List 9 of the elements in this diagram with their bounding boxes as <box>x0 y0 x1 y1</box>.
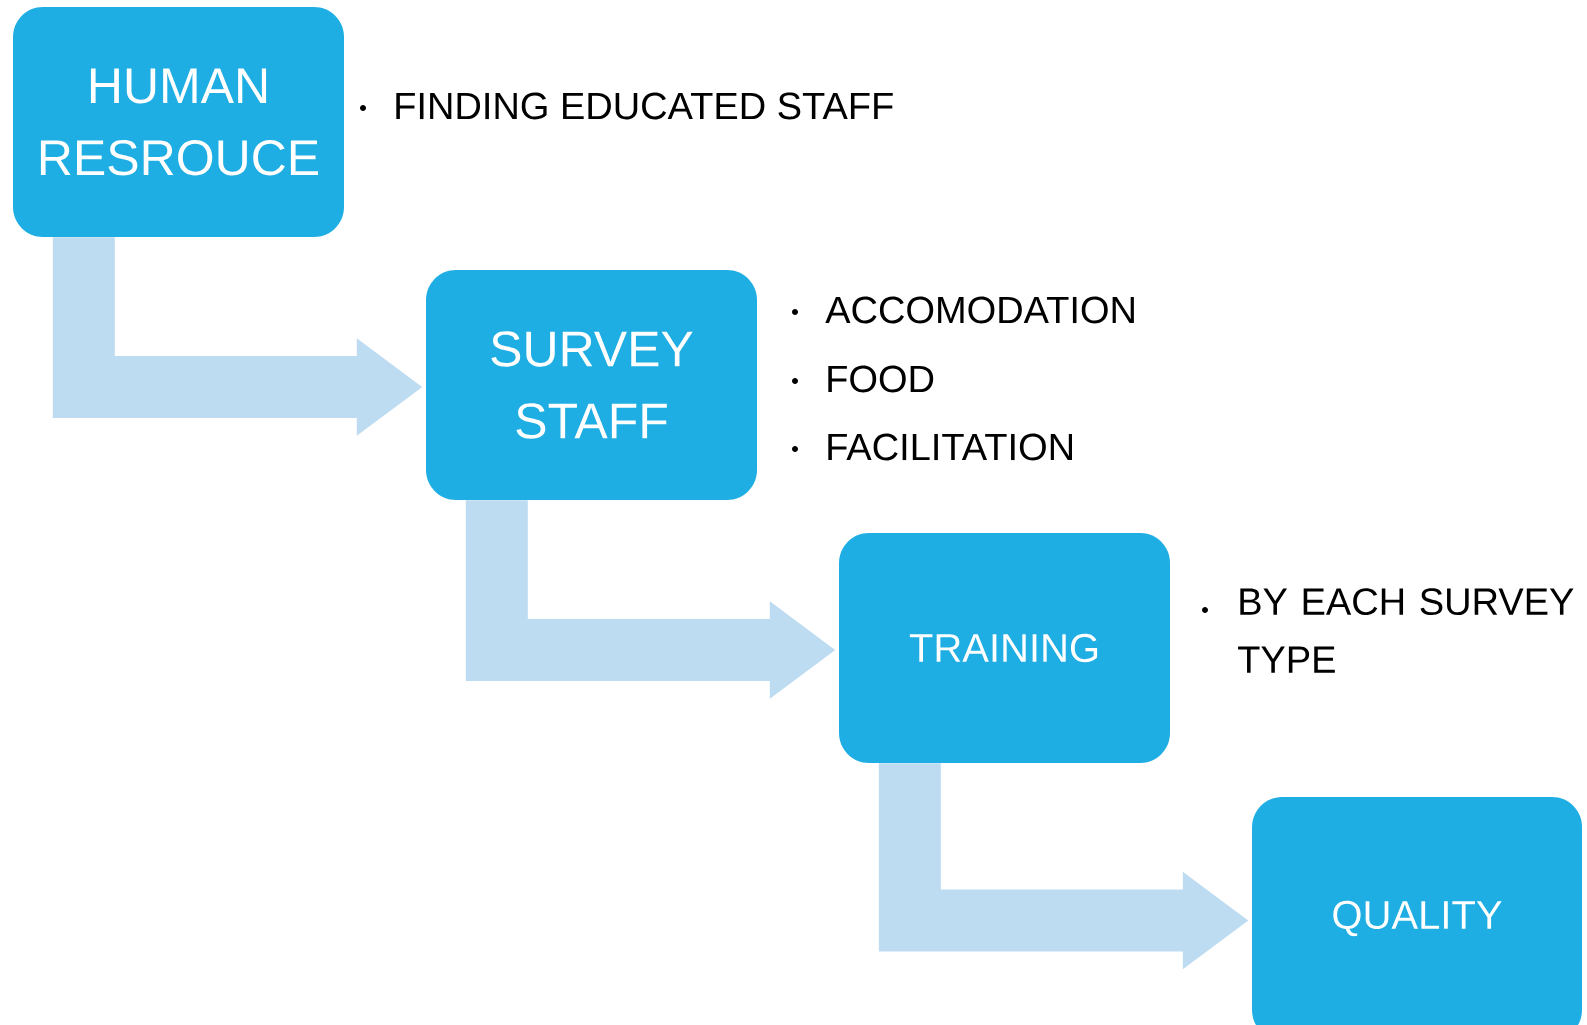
bullet-text: FACILITATION <box>828 433 1072 461</box>
process-box: HUMAN RESROUCE <box>13 7 344 237</box>
bullet-text: FINDING EDUCATED STAFF <box>396 92 893 120</box>
bullet-text: ACCOMODATION <box>825 296 1134 324</box>
bullet-text: BY EACH SURVEY TYPE <box>1238 588 1574 673</box>
process-box: SURVEY STAFF <box>426 270 757 500</box>
bullet-text: FOOD <box>828 365 934 393</box>
process-box: QUALITY <box>1252 797 1582 1025</box>
process-box: TRAINING <box>839 533 1170 763</box>
